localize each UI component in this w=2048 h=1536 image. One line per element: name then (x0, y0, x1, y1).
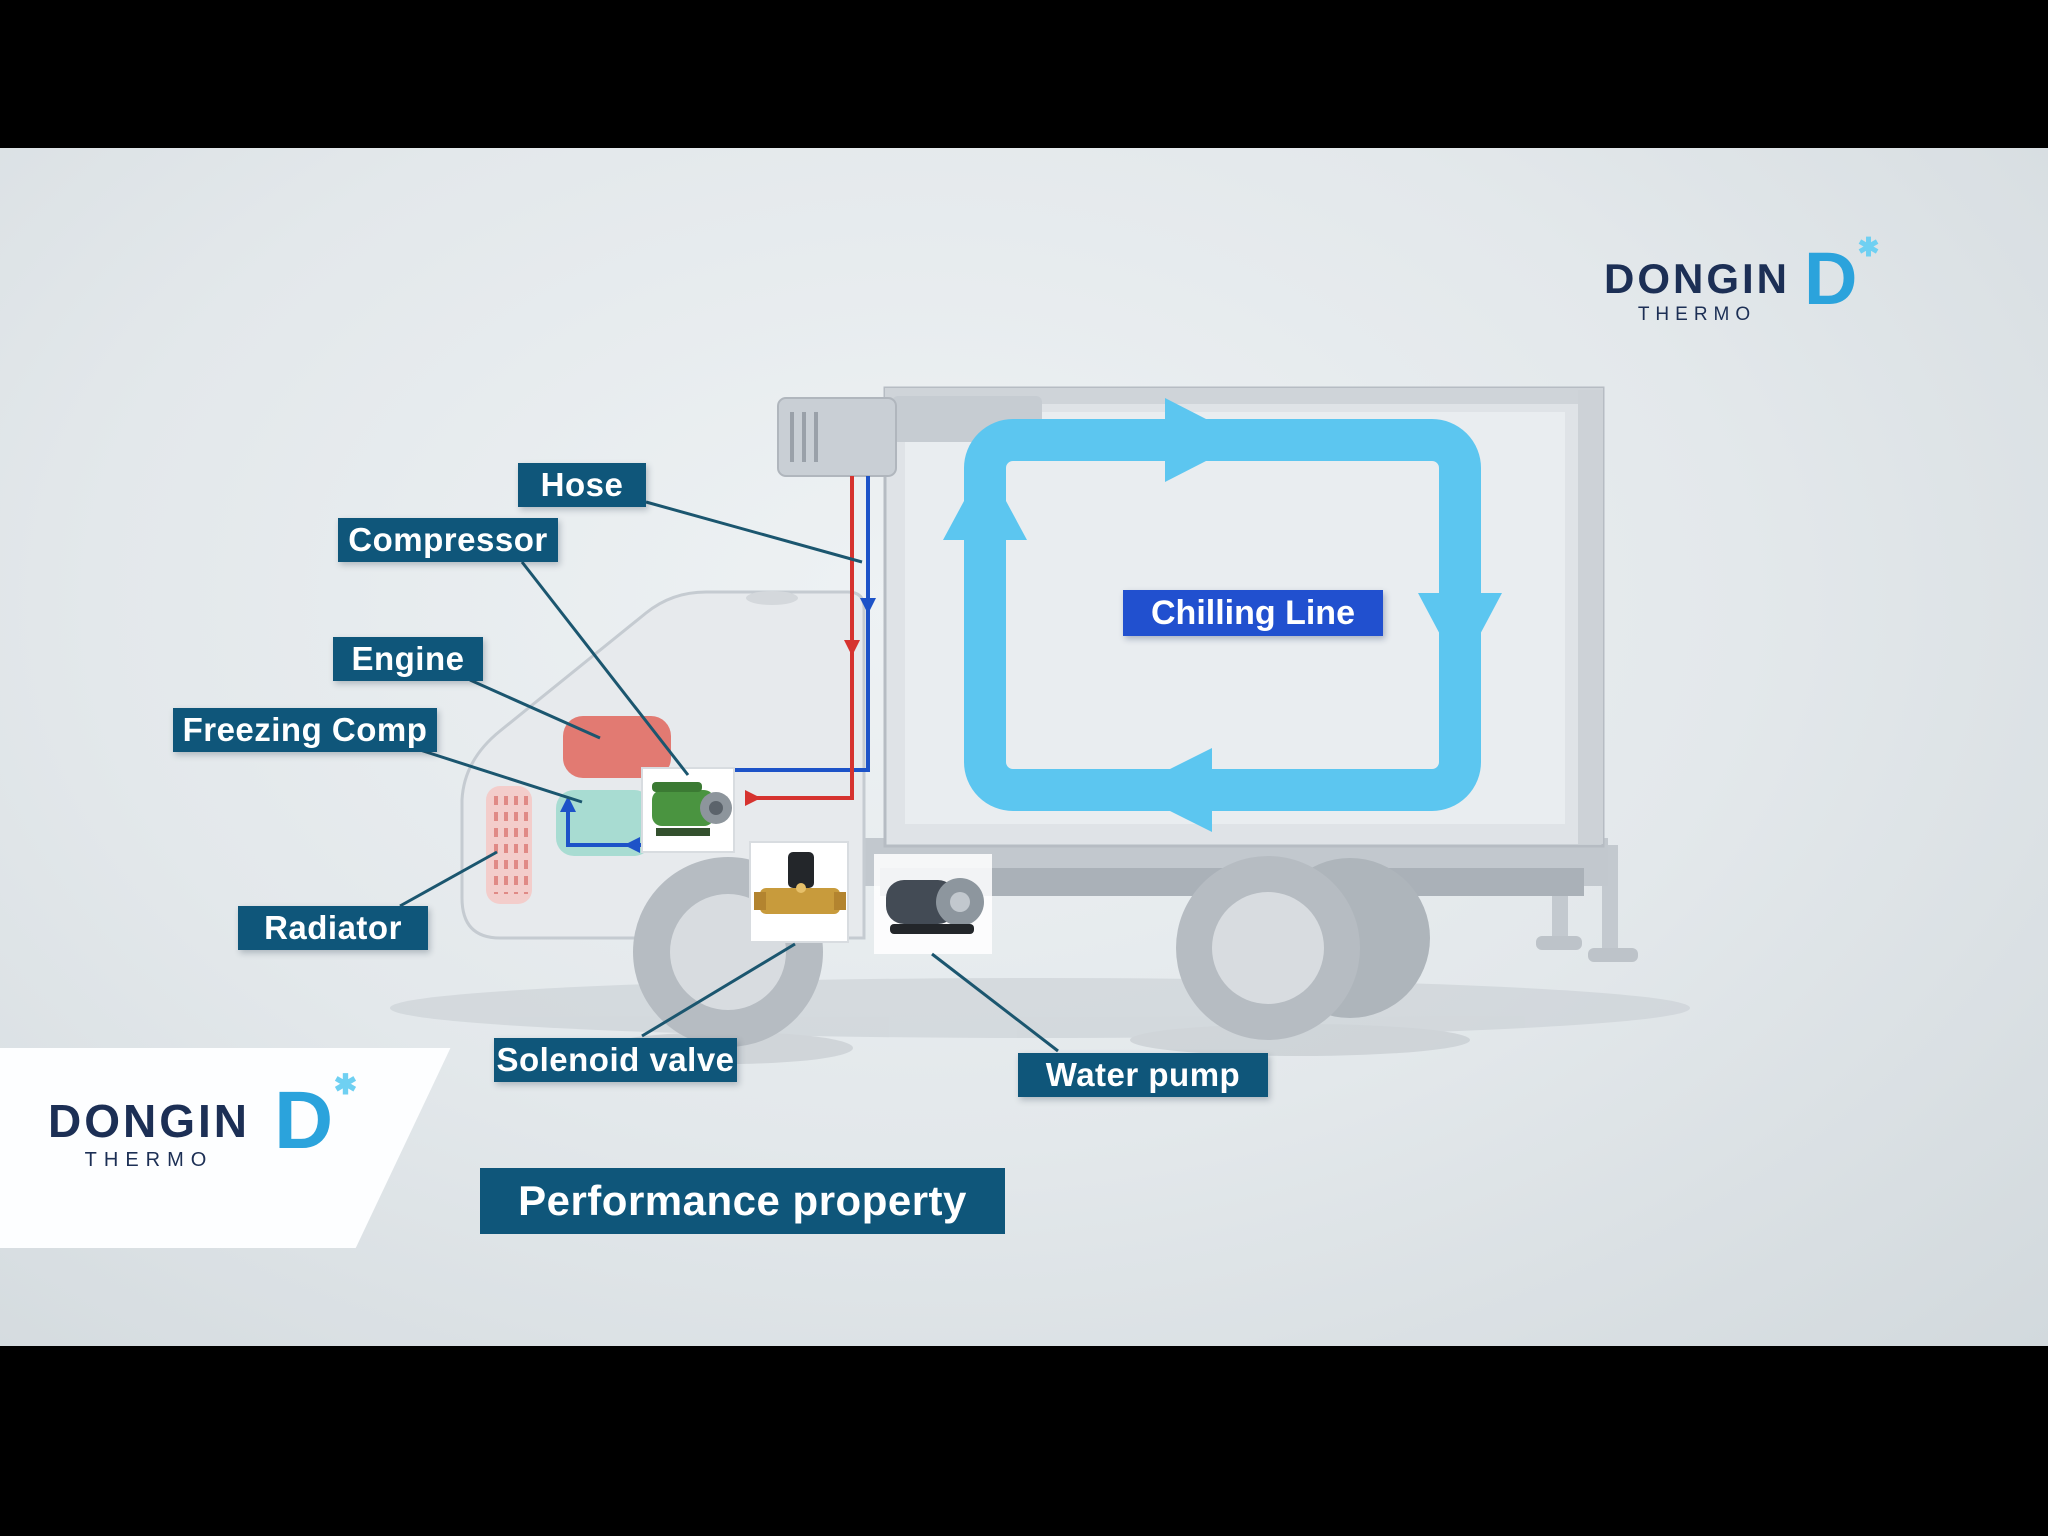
compressor-photo (641, 767, 735, 853)
chilling-loop (943, 398, 1502, 832)
label-radiator: Radiator (238, 906, 428, 950)
arrow-down-icon (1418, 593, 1502, 672)
leader-lines (399, 500, 1059, 1053)
logo-d-letter: D (274, 1075, 334, 1166)
logo-dongin-thermo-top: DONGIN THERMO D ✱ (1604, 234, 1879, 326)
label-hose: Hose (518, 463, 646, 507)
logo-d-mark-icon: D ✱ (274, 1070, 357, 1161)
title-banner: Performance property (480, 1168, 1005, 1234)
logo-snowflake-icon: ✱ (1857, 232, 1880, 262)
label-engine: Engine (333, 637, 483, 681)
title-banner-text: Performance property (518, 1177, 967, 1224)
logo-name: DONGIN (1604, 255, 1790, 302)
label-chilling-line-text: Chilling Line (1151, 593, 1355, 632)
radiator-block (486, 786, 532, 904)
label-compressor: Compressor (338, 518, 558, 562)
arrow-right-icon (1165, 398, 1247, 482)
label-compressor-text: Compressor (348, 521, 548, 558)
arrow-up-icon (943, 462, 1027, 540)
label-chilling-line: Chilling Line (1123, 590, 1383, 636)
label-solenoid-valve-text: Solenoid valve (496, 1041, 735, 1078)
label-engine-text: Engine (351, 640, 465, 677)
logo-name: DONGIN (48, 1095, 250, 1147)
label-freezing-comp: Freezing Comp (173, 708, 437, 752)
label-water-pump: Water pump (1018, 1053, 1268, 1097)
logo-d-mark-icon: D ✱ (1804, 234, 1879, 316)
arrow-left-icon (1128, 748, 1212, 832)
logo-sub: THERMO (84, 1149, 214, 1171)
engine-block (563, 716, 671, 778)
logo-text: DONGIN THERMO (1604, 258, 1790, 326)
logo-d-letter: D (1804, 237, 1858, 320)
label-hose-text: Hose (540, 466, 624, 503)
logo-dongin-thermo-bottom: DONGIN THERMO D ✱ (48, 1070, 357, 1172)
label-water-pump-text: Water pump (1045, 1056, 1241, 1093)
solenoid-valve-photo (749, 841, 849, 943)
refrigeration-unit (777, 397, 897, 477)
logo-sub: THERMO (1637, 304, 1757, 325)
rear-wheels (1176, 856, 1430, 1040)
freezing-comp-block (556, 790, 652, 856)
water-pump-photo (874, 854, 992, 954)
label-freezing-comp-text: Freezing Comp (182, 711, 428, 748)
label-radiator-text: Radiator (264, 909, 402, 946)
logo-text: DONGIN THERMO (48, 1098, 250, 1172)
logo-snowflake-icon: ✱ (333, 1069, 358, 1100)
label-solenoid-valve: Solenoid valve (494, 1038, 737, 1082)
